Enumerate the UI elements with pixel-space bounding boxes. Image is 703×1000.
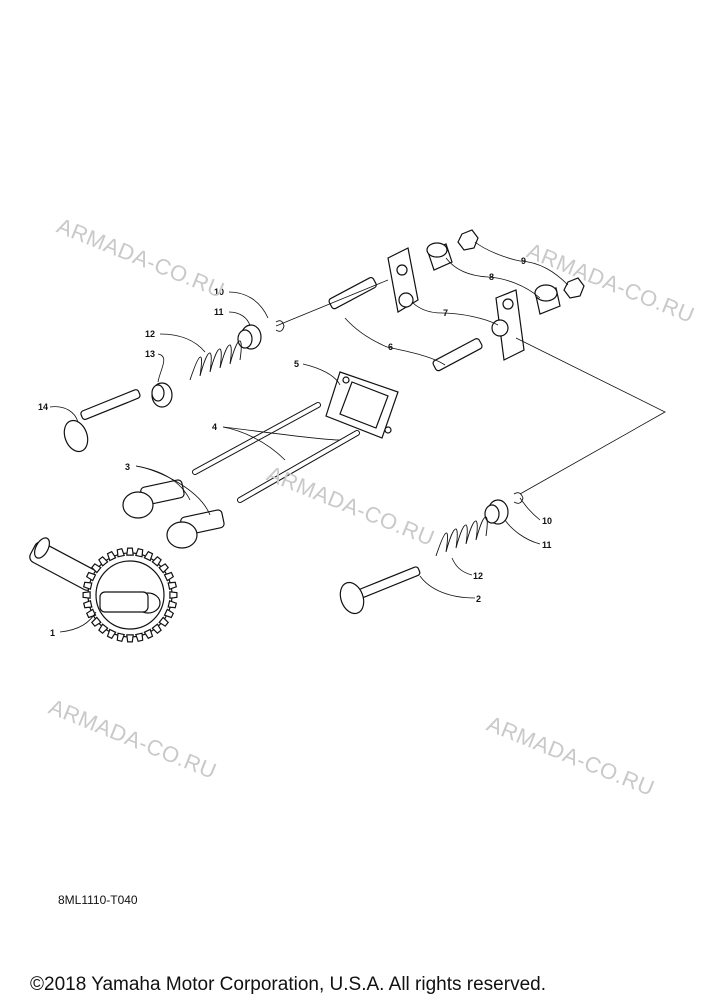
diagram-reference-code: 8ML1110-T040 [58, 893, 138, 907]
gear-tooth [169, 591, 178, 599]
gear-tooth [143, 550, 154, 562]
gear-tooth [116, 632, 125, 643]
gear-tooth [82, 600, 93, 609]
copyright-notice: ©2018 Yamaha Motor Corporation, U.S.A. A… [30, 974, 546, 995]
callout-9: 9 [521, 256, 526, 266]
gear-tooth [126, 634, 134, 643]
callout-13: 13 [145, 349, 155, 359]
callout-14: 14 [38, 402, 48, 412]
rocker-arm-part [387, 247, 525, 361]
callout-11-right: 11 [542, 540, 552, 550]
gear-tooth [82, 591, 91, 599]
callout-10-right: 10 [542, 516, 552, 526]
gear-tooth [167, 600, 178, 609]
leader-lines [49, 241, 569, 633]
callout-6: 6 [388, 342, 393, 352]
callout-4: 4 [212, 422, 217, 432]
gear-tooth [167, 581, 178, 590]
callout-3: 3 [125, 462, 130, 472]
gear-tooth [85, 571, 97, 582]
gear-tooth [98, 555, 109, 567]
gear-tooth [90, 563, 102, 574]
gear-tooth [116, 547, 125, 558]
push-rod-part [192, 402, 360, 503]
gear-tooth [158, 563, 170, 574]
valve-stem-seal-part [151, 382, 173, 408]
callout-7: 7 [443, 308, 448, 318]
valve-keeper-part [275, 320, 524, 504]
gear-tooth [90, 616, 102, 627]
callout-5: 5 [294, 359, 299, 369]
intake-valve-part [63, 389, 141, 453]
gear-tooth [151, 623, 162, 635]
rocker-stud-part [328, 276, 483, 372]
valve-spring-part [189, 340, 488, 557]
gear-tooth [106, 550, 117, 562]
camshaft-gear-part [29, 537, 178, 643]
gear-tooth [143, 628, 154, 640]
gear-tooth [82, 581, 93, 590]
callout-12-right: 12 [473, 571, 483, 581]
exhaust-valve-part [339, 566, 421, 615]
callout-labels: 1 2 3 4 5 6 7 8 9 10 10 11 11 12 12 13 1… [38, 256, 552, 638]
gear-tooth [151, 555, 162, 567]
gear-tooth [135, 632, 144, 643]
callout-8: 8 [489, 272, 494, 282]
gear-tooth [158, 616, 170, 627]
callout-2: 2 [476, 594, 481, 604]
assembly-lines [275, 279, 666, 495]
callout-11-left: 11 [214, 307, 224, 317]
tappet-part [122, 479, 225, 549]
gear-tooth [135, 547, 144, 558]
gear-tooth [106, 628, 117, 640]
callout-12-left: 12 [145, 329, 155, 339]
gear-tooth [126, 547, 134, 556]
callout-10-left: 10 [214, 287, 224, 297]
adjusting-nut-part [457, 229, 585, 299]
gear-tooth [163, 571, 175, 582]
gear-tooth [163, 608, 175, 619]
gear-teeth [82, 547, 178, 643]
gear-tooth [98, 623, 109, 635]
guide-plate-part [325, 371, 399, 439]
callout-1: 1 [50, 628, 55, 638]
pivot-ball-part [426, 242, 561, 315]
spring-retainer-part [237, 324, 509, 525]
